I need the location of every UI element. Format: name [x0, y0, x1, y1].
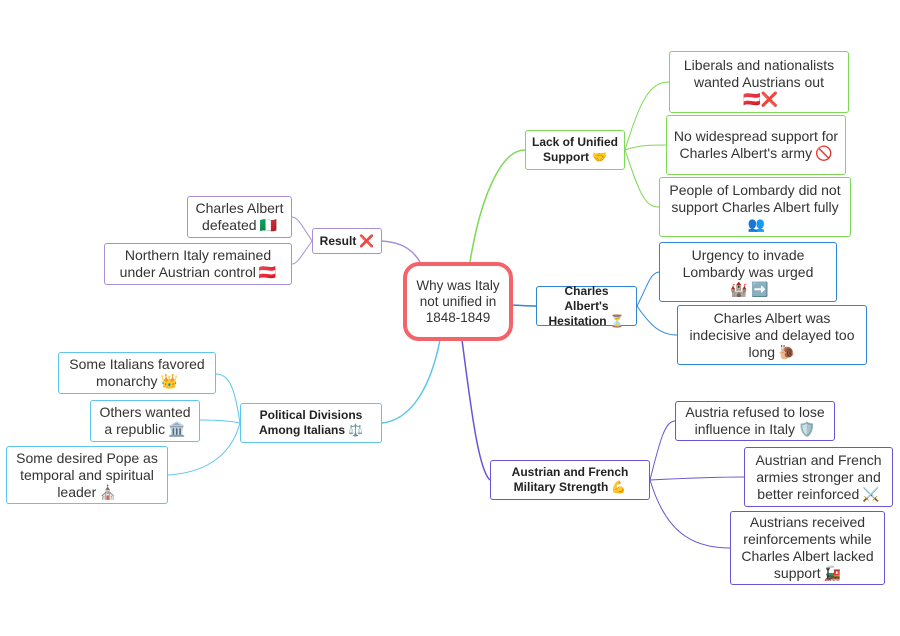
leaf-label: Liberals and nationalists wanted Austria… — [683, 56, 835, 90]
link-center-lack-support — [469, 149, 526, 263]
hourglass-icon: ⏳ — [609, 313, 625, 328]
snail-icon: 🐌 — [778, 343, 796, 360]
link-result-1 — [291, 216, 313, 242]
flexed-biceps-icon: 💪 — [611, 480, 627, 494]
leaf-wanted-republic[interactable]: Others wanted a republic🏛️ — [90, 400, 200, 442]
link-lack-support-1 — [624, 81, 670, 151]
shield-icon: 🛡️ — [797, 421, 816, 437]
leaf-label: Austrian and French armies stronger and … — [755, 451, 882, 502]
handshake-icon: 🤝 — [592, 150, 607, 164]
leaf-charles-albert-defeated[interactable]: Charles Albert defeated🇮🇹 — [187, 196, 292, 238]
leaf-label: Others wanted a republic — [99, 404, 191, 437]
link-lack-support-3 — [624, 149, 660, 208]
link-result-2 — [291, 240, 313, 265]
cross-mark-icon: ❌ — [359, 233, 375, 248]
link-hesitation-2 — [636, 305, 678, 336]
leaf-label: Northern Italy remained under Austrian c… — [119, 247, 272, 280]
leaf-no-widespread-support[interactable]: No widespread support for Charles Albert… — [666, 115, 846, 175]
link-lack-support-2 — [624, 144, 667, 151]
leaf-label: Charles Albert was indecisive and delaye… — [689, 309, 855, 360]
branch-military-strength[interactable]: Austrian and French Military Strength💪 — [490, 460, 650, 500]
classical-building-icon: 🏛️ — [168, 421, 186, 437]
central-topic[interactable]: Why was Italy not unified in 1848-1849 — [403, 262, 513, 341]
branch-label: Result — [319, 233, 357, 248]
branch-label: Political Divisions Among Italians — [259, 408, 363, 437]
link-divisions-2 — [199, 419, 241, 424]
leaf-label: Austria refused to lose influence in Ita… — [685, 404, 825, 437]
branch-result[interactable]: Result❌ — [312, 228, 382, 254]
people-icon: 👥 — [747, 215, 766, 232]
link-hesitation-1 — [636, 271, 660, 307]
train-icon: 🚂 — [823, 565, 842, 581]
leaf-reinforcements[interactable]: Austrians received reinforcements while … — [730, 511, 885, 585]
crown-icon: 👑 — [160, 373, 178, 389]
castle-arrow-icon: 🏰 ➡️ — [730, 280, 769, 297]
link-divisions-3 — [167, 422, 241, 476]
link-military-2 — [649, 476, 745, 481]
balance-scale-icon: ⚖️ — [348, 423, 363, 437]
branch-label: Austrian and French Military Strength — [511, 465, 629, 494]
branch-label: Lack of Unified Support — [532, 135, 619, 164]
italy-flag-icon: 🇮🇹 — [259, 217, 277, 233]
leaf-label: Austrians received reinforcements while … — [741, 514, 874, 581]
leaf-label: Urgency to invade Lombardy was urged — [682, 246, 814, 280]
leaf-label: Some Italians favored monarchy — [69, 356, 205, 389]
crossed-swords-icon: ⚔️ — [862, 485, 880, 502]
leaf-northern-italy-austrian[interactable]: Northern Italy remained under Austrian c… — [104, 243, 292, 285]
prohibited-icon: 🚫 — [815, 145, 833, 161]
branch-political-divisions[interactable]: Political Divisions Among Italians⚖️ — [240, 403, 382, 443]
leaf-indecisive-delayed[interactable]: Charles Albert was indecisive and delaye… — [677, 305, 867, 365]
leaf-people-of-lombardy[interactable]: People of Lombardy did not support Charl… — [659, 177, 851, 237]
central-topic-label: Why was Italy not unified in 1848-1849 — [416, 277, 500, 325]
leaf-label: No widespread support for Charles Albert… — [673, 128, 839, 161]
leaf-urgency-to-invade[interactable]: Urgency to invade Lombardy was urged🏰 ➡️ — [659, 242, 837, 302]
leaf-liberals-nationalists[interactable]: Liberals and nationalists wanted Austria… — [669, 51, 849, 113]
austria-flag-cross-icon: 🇦🇹❌ — [743, 90, 778, 107]
link-military-3 — [649, 479, 731, 549]
link-center-result — [381, 240, 421, 263]
leaf-austria-refused[interactable]: Austria refused to lose influence in Ita… — [675, 401, 835, 441]
branch-label: Charles Albert's Hesitation — [548, 283, 609, 328]
link-center-divisions — [381, 339, 441, 424]
branch-charles-alberts-hesitation[interactable]: Charles Albert's Hesitation⏳ — [536, 283, 637, 328]
austria-flag-icon: 🇦🇹 — [258, 264, 277, 280]
leaf-armies-stronger[interactable]: Austrian and French armies stronger and … — [744, 447, 893, 507]
link-center-military — [461, 339, 491, 481]
leaf-favored-monarchy[interactable]: Some Italians favored monarchy👑 — [58, 352, 216, 394]
leaf-desired-pope[interactable]: Some desired Pope as temporal and spirit… — [6, 446, 168, 504]
branch-lack-of-unified-support[interactable]: Lack of Unified Support🤝 — [525, 130, 625, 170]
leaf-label: People of Lombardy did not support Charl… — [669, 181, 841, 215]
link-divisions-1 — [215, 373, 241, 424]
leaf-label: Some desired Pope as temporal and spirit… — [16, 449, 158, 500]
leaf-label: Charles Albert defeated — [195, 200, 284, 233]
church-icon: ⛪ — [99, 483, 117, 500]
link-military-1 — [649, 420, 676, 481]
